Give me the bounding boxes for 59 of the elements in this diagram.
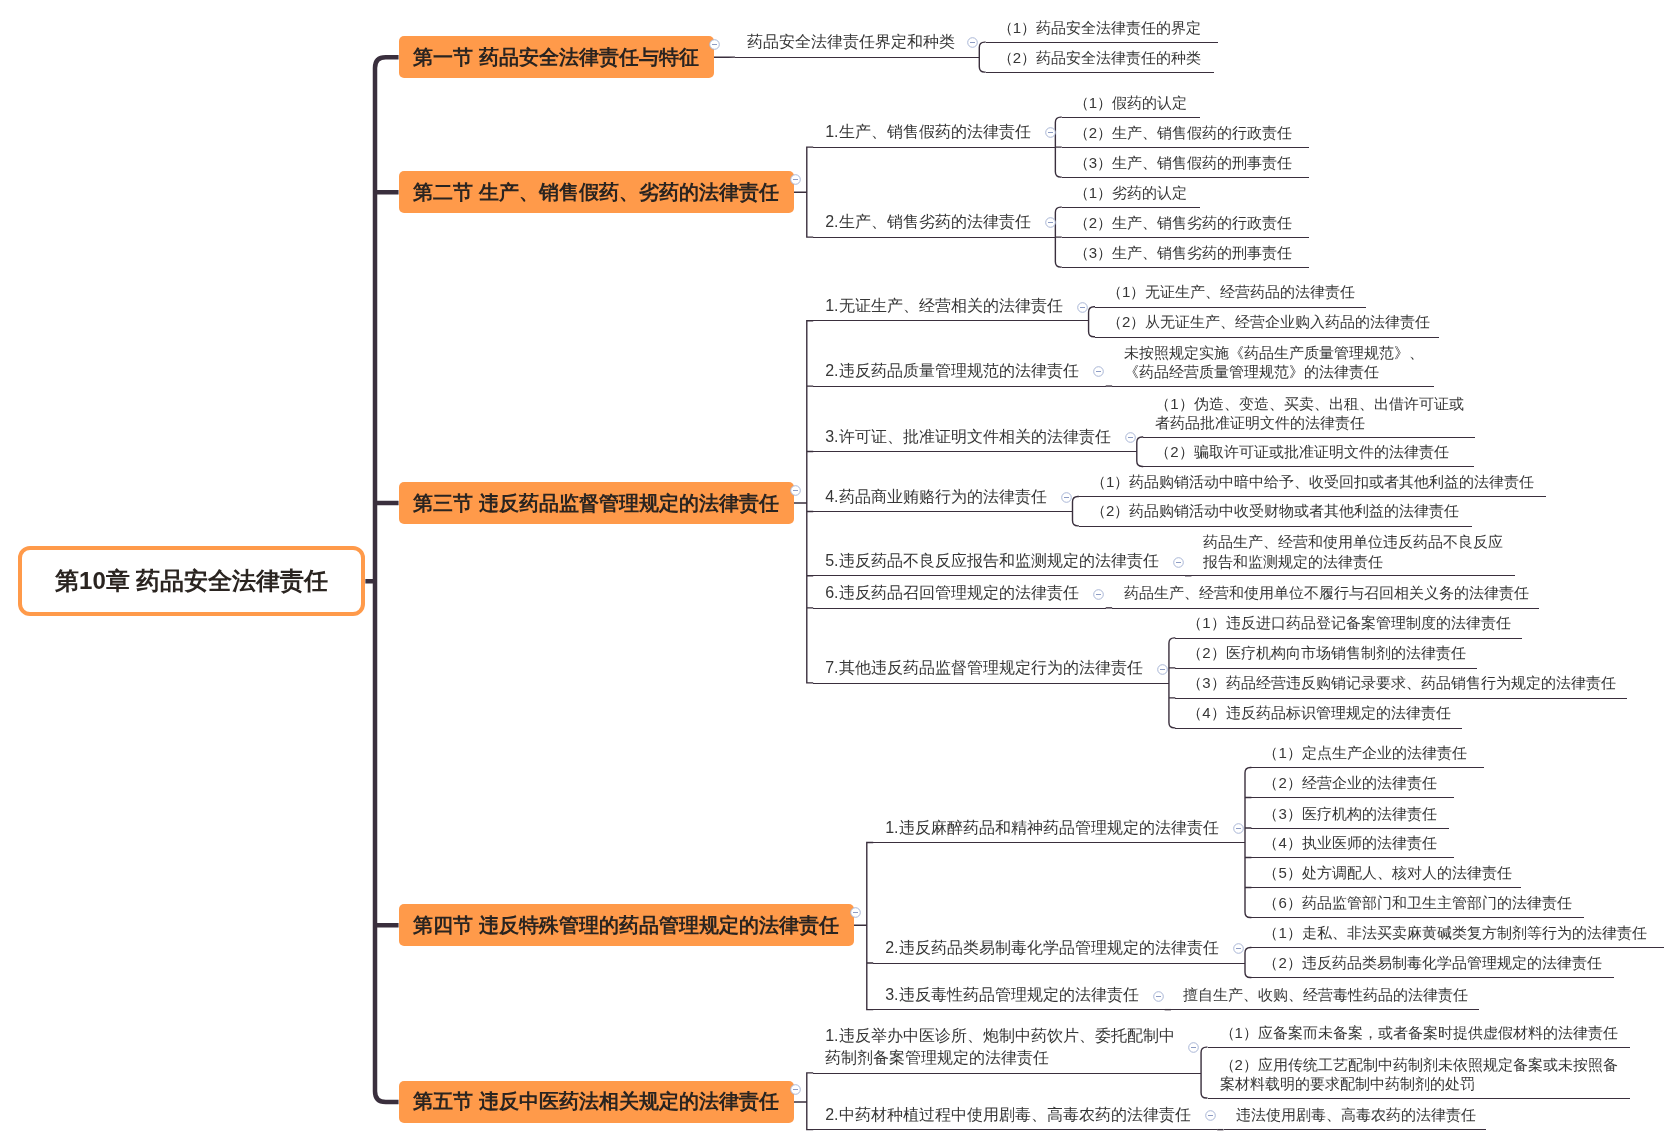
connector-line <box>978 41 987 73</box>
topic-label: （2）经营企业的法律责任 <box>1251 771 1454 799</box>
section-box: 第四节 违反特殊管理的药品管理规定的法律责任 <box>398 904 854 947</box>
connector-line <box>1216 1128 1225 1131</box>
topic-label: （2）生产、销售假药的行政责任 <box>1061 121 1310 148</box>
connector-line <box>1136 436 1144 468</box>
topic-label: （3）药品经营违反购销记录要求、药品销售行为规定的法律责任 <box>1175 672 1628 699</box>
topic-label: 药品生产、经营和使用单位违反药品不良反应报告和监测规定的法律责任 <box>1191 532 1515 577</box>
section-box: 第三节 违反药品监督管理规定的法律责任 <box>398 482 794 524</box>
connector-line <box>793 320 814 684</box>
connector-line <box>1087 306 1096 338</box>
section-box: 第五节 违反中医药法相关规定的法律责任 <box>398 1081 794 1123</box>
topic-label: （1）伪造、变造、买卖、出租、出借许可证或者药品批准证明文件的法律责任 <box>1143 393 1476 438</box>
connector-line <box>1184 575 1193 577</box>
topic-label: （2）违反药品类易制毒化学品管理规定的法律责任 <box>1251 951 1614 979</box>
topic-label: （1）药品安全法律责任的界定 <box>985 16 1219 43</box>
topic-label: （2）生产、销售劣药的行政责任 <box>1061 211 1310 238</box>
connector-line <box>1105 385 1113 387</box>
topic-label: （3）医疗机构的法律责任 <box>1251 802 1449 829</box>
topic-label: （1）定点生产企业的法律责任 <box>1251 741 1484 769</box>
connector-line <box>1168 637 1177 729</box>
topic-label: （6）药品监管部门和卫生主管部门的法律责任 <box>1251 891 1584 919</box>
topic-label: 擅自生产、收购、经营毒性药品的法律责任 <box>1171 984 1479 1011</box>
topic-label: 药品生产、经营和使用单位不履行与召回相关义务的法律责任 <box>1112 582 1539 609</box>
connector-line <box>793 146 814 238</box>
topic-label: （5）处方调配人、核对人的法律责任 <box>1251 861 1522 889</box>
topic-label: （1）走私、非法买卖麻黄碱类复方制剂等行为的法律责任 <box>1251 921 1664 949</box>
topic-label: （4）违反药品标识管理规定的法律责任 <box>1175 702 1463 729</box>
topic-label: （3）生产、销售假药的刑事责任 <box>1061 151 1310 178</box>
connector-line <box>712 56 736 58</box>
connector-line <box>793 1072 814 1131</box>
connector-line <box>1071 495 1080 527</box>
connector-line <box>1105 607 1113 609</box>
connector-line <box>1244 766 1253 919</box>
topic-label: （1）药品购销活动中暗中给予、收受回扣或者其他利益的法律责任 <box>1078 470 1547 498</box>
topic-label: （2）应用传统工艺配制中药制剂未依照规定备案或未按照备案材料载明的要求配制中药制剂的处罚 <box>1207 1054 1630 1099</box>
topic-label: （1）无证生产、经营药品的法律责任 <box>1095 281 1367 308</box>
topic-label: （1）劣药的认定 <box>1061 181 1200 208</box>
topic-label: 未按照规定实施《药品生产质量管理规范》、《药品经营质量管理规范》的法律责任 <box>1112 342 1434 387</box>
topic-label: （2）从无证生产、经营企业购入药品的法律责任 <box>1095 311 1439 338</box>
central-topic-box: 第10章 药品安全法律责任 <box>18 546 366 617</box>
connector-line <box>853 841 874 1011</box>
section-box: 第一节 药品安全法律责任与特征 <box>398 36 714 79</box>
topic-label: （3）生产、销售劣药的刑事责任 <box>1061 241 1310 268</box>
connector-line <box>1244 946 1253 979</box>
topic-label: （4）执业医师的法律责任 <box>1251 831 1454 859</box>
connector-line <box>1054 116 1063 178</box>
topic-label: （1）假药的认定 <box>1061 91 1200 118</box>
topic-label: （2）骗取许可证或批准证明文件的法律责任 <box>1143 440 1475 468</box>
topic-label: （2）药品安全法律责任的种类 <box>985 46 1214 73</box>
topic-label: （2）药品购销活动中收受财物或者其他利益的法律责任 <box>1078 500 1473 527</box>
section-box: 第二节 生产、销售假药、劣药的法律责任 <box>398 171 794 214</box>
connector-line <box>1163 1008 1172 1011</box>
topic-label: 违法使用剧毒、高毒农药的法律责任 <box>1223 1104 1487 1131</box>
topic-label: （1）违反进口药品登记备案管理制度的法律责任 <box>1175 612 1523 639</box>
connector-line <box>1054 206 1063 268</box>
connector-line <box>1200 1046 1209 1099</box>
topic-label: （2）医疗机构向市场销售制剂的法律责任 <box>1175 642 1478 669</box>
topic-label: （1）应备案而未备案，或者备案时提供虚假材料的法律责任 <box>1207 1021 1630 1048</box>
